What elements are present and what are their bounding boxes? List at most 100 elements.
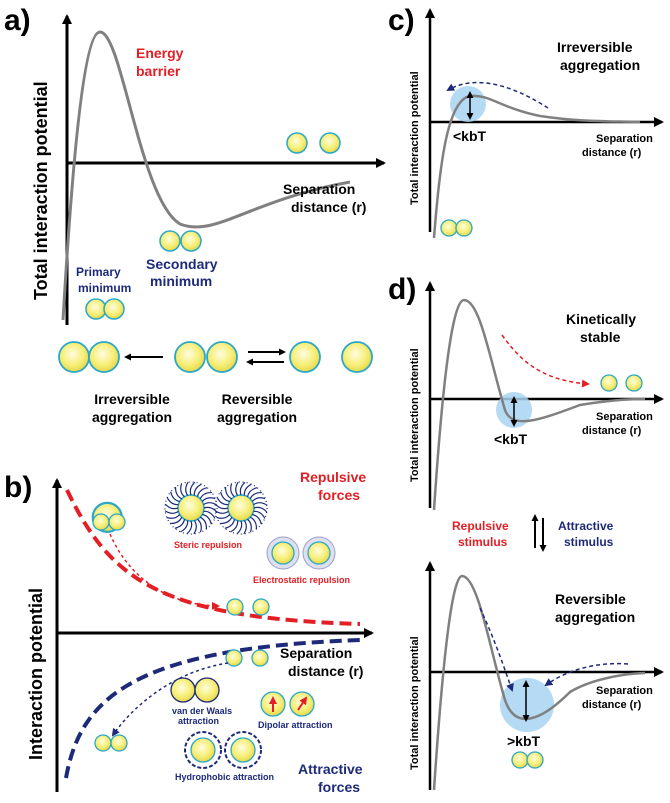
hydrophobic-label: Hydrophobic attraction bbox=[175, 772, 274, 782]
panel-c-kbt: <kbT bbox=[453, 128, 487, 144]
steric-label: Steric repulsion bbox=[174, 540, 242, 550]
hydrophobic-particles bbox=[184, 731, 262, 769]
energy-barrier-label-1: Energy bbox=[136, 45, 184, 61]
steric-chain bbox=[180, 483, 185, 498]
irreversible-label-1: Irreversible bbox=[94, 391, 170, 407]
panel-c-title-1: Irreversible bbox=[557, 39, 633, 55]
steric-chain bbox=[174, 487, 183, 500]
panel-c-y-label: Total interaction potential bbox=[409, 71, 421, 205]
energy-barrier-label-2: barrier bbox=[136, 63, 181, 79]
panel-a-potential-curve bbox=[61, 30, 351, 321]
steric-chain bbox=[197, 518, 202, 533]
panel-d-top-x-label-1: Separation bbox=[596, 411, 653, 423]
reversible-particle-1 bbox=[174, 341, 206, 373]
panel-a-x-label-2: distance (r) bbox=[291, 199, 366, 215]
steric-chain bbox=[170, 516, 183, 525]
panel-d-bottom-particle-pair bbox=[511, 751, 544, 769]
electrostatic-particles bbox=[266, 536, 336, 570]
steric-chain bbox=[249, 491, 262, 500]
steric-chain bbox=[186, 520, 193, 535]
repulsive-stimulus-label-2: stimulus bbox=[458, 535, 508, 549]
panel-d-bottom-x-label-2: distance (r) bbox=[582, 699, 642, 711]
vdw-label-1: van der Waals bbox=[172, 706, 232, 716]
stimulus-switch: Repulsive stimulus Attractive stimulus bbox=[452, 514, 614, 552]
panel-c-x-label-1: Separation bbox=[596, 133, 653, 145]
steric-chain bbox=[201, 497, 216, 502]
steric-chain bbox=[202, 513, 212, 525]
steric-chain bbox=[251, 497, 266, 502]
steric-chain bbox=[214, 510, 229, 514]
steric-chain bbox=[239, 481, 246, 496]
panel-a-x-label-1: Separation bbox=[283, 181, 355, 197]
panel-d-top: d) Total interaction potential Kinetical… bbox=[388, 273, 664, 511]
steric-chain bbox=[252, 513, 262, 525]
panel-c-potential-curve bbox=[432, 94, 641, 239]
repulsive-path-arrow bbox=[109, 533, 220, 610]
panel-d-top-y-label: Total interaction potential bbox=[409, 348, 421, 482]
panel-d-bottom-dashed-arrow-right bbox=[544, 662, 629, 687]
steric-chain bbox=[224, 519, 236, 529]
steric-chain bbox=[170, 491, 180, 503]
steric-chain bbox=[230, 520, 239, 533]
steric-chain bbox=[164, 510, 179, 514]
attractive-label-1: Attractive bbox=[298, 761, 363, 777]
steric-chain bbox=[174, 519, 186, 529]
panel-c-dashed-arrow bbox=[446, 81, 549, 109]
attractive-curve bbox=[64, 638, 361, 779]
panel-d-bottom-dashed-arrow-left bbox=[479, 607, 514, 692]
panel-d-bottom-kbt: >kbT bbox=[507, 733, 541, 749]
steric-chain bbox=[216, 514, 231, 519]
steric-chain bbox=[166, 497, 179, 506]
panel-a: a) Total interaction potential Energy ba… bbox=[4, 4, 386, 533]
panel-d-top-title-2: stable bbox=[580, 329, 621, 345]
panel-d-top-dashed-arrow bbox=[501, 334, 590, 388]
reversible-label-2: aggregation bbox=[217, 409, 297, 425]
steric-chain bbox=[253, 502, 268, 506]
steric-chains bbox=[164, 481, 268, 535]
particle-pair-far bbox=[286, 132, 341, 154]
steric-chain bbox=[199, 491, 212, 500]
vdw-label-2: attraction bbox=[178, 716, 219, 726]
dipolar-label: Dipolar attraction bbox=[258, 720, 333, 730]
reversible-label-1: Reversible bbox=[222, 391, 293, 407]
panel-b-x-label-1: Separation bbox=[280, 645, 352, 661]
irreversible-label-2: aggregation bbox=[92, 409, 172, 425]
particle-pair-secondary bbox=[159, 230, 202, 252]
steric-chain bbox=[166, 514, 181, 519]
steric-chain bbox=[203, 510, 216, 519]
panel-d-top-title-1: Kinetically bbox=[566, 311, 636, 327]
steric-chain bbox=[193, 520, 197, 535]
steric-chain bbox=[243, 520, 247, 535]
particle-pair-b-bottom bbox=[94, 734, 128, 752]
steric-chain bbox=[230, 483, 235, 498]
particle-pair-b-repelled bbox=[226, 598, 270, 616]
secondary-minimum-label-2: minimum bbox=[150, 273, 212, 289]
steric-chain bbox=[180, 520, 189, 533]
vdw-particles bbox=[170, 677, 220, 703]
steric-chain bbox=[246, 487, 258, 497]
primary-minimum-label-2: minimum bbox=[78, 281, 131, 295]
steric-chain bbox=[253, 506, 268, 513]
reversible-particle-2 bbox=[206, 341, 238, 373]
repulsive-label-1: Repulsive bbox=[300, 469, 366, 485]
panel-d-bottom: Total interaction potential Reversible a… bbox=[409, 561, 664, 791]
primary-minimum-label-1: Primary bbox=[76, 265, 121, 279]
attractive-path-arrow bbox=[111, 662, 229, 737]
steric-chain bbox=[193, 483, 202, 496]
particle-pair-b-mid bbox=[225, 649, 269, 667]
panel-d-bottom-y-label: Total interaction potential bbox=[409, 636, 421, 770]
panel-d-bottom-title-1: Reversible bbox=[555, 591, 626, 607]
panel-b-label: b) bbox=[4, 471, 32, 504]
panel-c-halo bbox=[450, 86, 486, 122]
panel-d-bottom-x-label-1: Separation bbox=[596, 685, 653, 697]
steric-chain bbox=[235, 481, 239, 496]
steric-chain bbox=[189, 481, 196, 496]
panel-c: c) Total interaction potential <kbT Irre… bbox=[388, 4, 664, 239]
electrostatic-label: Electrostatic repulsion bbox=[253, 575, 350, 585]
steric-chain bbox=[253, 510, 266, 519]
steric-chain bbox=[220, 491, 230, 503]
steric-chain bbox=[220, 516, 233, 525]
panel-a-y-label: Total interaction potential bbox=[31, 81, 51, 300]
panel-b: b) Interaction potential Repulsive force… bbox=[4, 469, 374, 795]
